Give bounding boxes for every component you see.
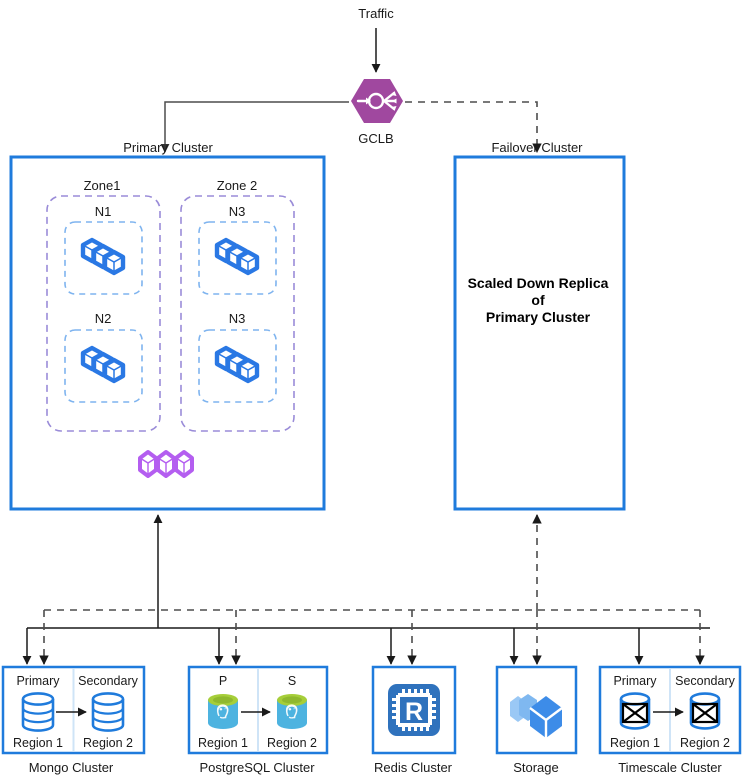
- mongo-primary-region: Region 1: [13, 736, 63, 750]
- failover-cluster-label: Failover Cluster: [491, 140, 583, 155]
- redis-cluster-label: Redis Cluster: [374, 760, 453, 775]
- mongo-cluster-label: Mongo Cluster: [29, 760, 114, 775]
- primary-cluster-label: Primary Cluster: [123, 140, 213, 155]
- redis-icon: [388, 684, 440, 736]
- gclb-to-failover-connector: [405, 101, 542, 153]
- zone2-label: Zone 2: [217, 178, 257, 193]
- postgres-cluster-label: PostgreSQL Cluster: [199, 760, 315, 775]
- node-n2-label: N2: [95, 311, 112, 326]
- gclb-icon: [349, 77, 405, 125]
- mongo-secondary-region: Region 2: [83, 736, 133, 750]
- failover-cluster-box[interactable]: [453, 155, 626, 511]
- failover-body-line-2: of: [531, 292, 545, 308]
- postgres-secondary-role: S: [288, 674, 296, 688]
- zone1-label: Zone1: [84, 178, 121, 193]
- timescale-secondary-role: Secondary: [675, 674, 736, 688]
- gclb-to-primary-connector: [160, 101, 349, 153]
- mongo-secondary-role: Secondary: [78, 674, 139, 688]
- postgres-db-icon: [208, 694, 238, 729]
- mongo-primary-role: Primary: [16, 674, 60, 688]
- zone2-box[interactable]: [180, 195, 295, 432]
- postgres-db-icon: [277, 694, 307, 729]
- postgres-primary-role: P: [219, 674, 227, 688]
- zone1-box[interactable]: [46, 195, 161, 432]
- failover-body-line-1: Scaled Down Replica: [468, 275, 609, 291]
- timescale-secondary-region: Region 2: [680, 736, 730, 750]
- traffic-label: Traffic: [358, 6, 394, 21]
- node-n1-label: N1: [95, 204, 112, 219]
- containers-icon: [138, 450, 194, 478]
- gclb-label: GCLB: [358, 131, 393, 146]
- postgres-primary-region: Region 1: [198, 736, 248, 750]
- primary-cluster-box[interactable]: [9, 155, 326, 511]
- postgres-secondary-region: Region 2: [267, 736, 317, 750]
- node-n3b-box[interactable]: [198, 329, 277, 403]
- node-n3a-box[interactable]: [198, 221, 277, 295]
- failover-body-line-3: Primary Cluster: [486, 309, 591, 325]
- storage-label: Storage: [513, 760, 559, 775]
- node-n3a-label: N3: [229, 204, 246, 219]
- timescale-primary-region: Region 1: [610, 736, 660, 750]
- timescale-cluster-label: Timescale Cluster: [618, 760, 722, 775]
- timescale-primary-role: Primary: [613, 674, 657, 688]
- node-n3b-label: N3: [229, 311, 246, 326]
- node-n2-box[interactable]: [64, 329, 143, 403]
- node-n1-box[interactable]: [64, 221, 143, 295]
